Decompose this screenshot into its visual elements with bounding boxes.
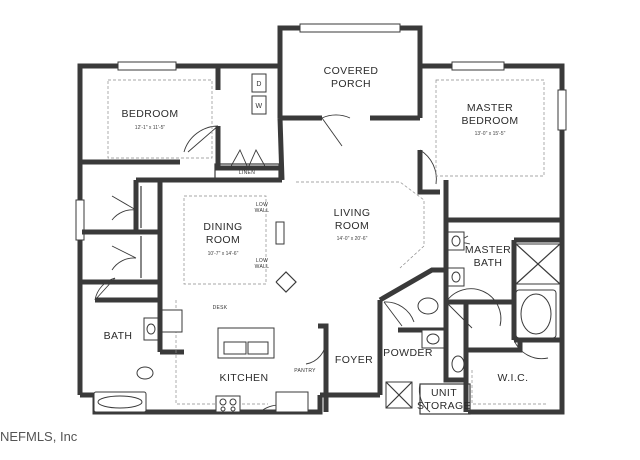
interior-walls: [80, 66, 562, 415]
dryer-label: D: [256, 81, 261, 88]
desk-label: DESK: [213, 305, 228, 311]
wic-label: W.I.C.: [498, 372, 529, 384]
fixtures: [93, 73, 561, 413]
master-bath-label-2: BATH: [474, 257, 503, 269]
master-bedroom-label-1: MASTER: [467, 102, 513, 114]
foyer-label: FOYER: [335, 354, 373, 366]
master-bath-label-1: MASTER: [465, 244, 511, 256]
low-wall-top-1: LOW: [256, 202, 268, 208]
room-labels: COVERED PORCH BEDROOM 12'-1" x 11'-5" MA…: [104, 65, 529, 412]
stove: [215, 395, 241, 413]
kitchen-label: KITCHEN: [220, 372, 269, 384]
low-wall-bottom-2: WALL: [255, 264, 270, 270]
washer-label: W: [256, 103, 263, 110]
powder-label: POWDER: [383, 347, 433, 359]
unit-storage-label-1: UNIT: [431, 387, 457, 399]
bath-label: BATH: [104, 330, 133, 342]
washer-box: [251, 95, 267, 115]
living-room-dims: 14'-0" x 20'-6": [337, 236, 368, 242]
low-wall-top-2: WALL: [255, 208, 270, 214]
fridge: [275, 391, 309, 413]
dryer-box: [251, 73, 267, 93]
linen-label: LINEN: [239, 170, 255, 176]
bath-toilet: [136, 366, 154, 380]
dining-room-label-2: ROOM: [206, 234, 240, 246]
living-room-label-1: LIVING: [334, 207, 371, 219]
small-labels: LINEN LOW WALL LOW WALL DESK PANTRY D W: [213, 81, 316, 374]
master-bedroom-label-2: BEDROOM: [461, 115, 518, 127]
bedroom-dims: 12'-1" x 11'-5": [135, 125, 166, 131]
master-bedroom-dims: 13'-0" x 15'-5": [475, 131, 506, 137]
bedroom-label: BEDROOM: [121, 108, 178, 120]
pantry-label: PANTRY: [294, 368, 316, 374]
covered-porch-label-1: COVERED: [324, 65, 379, 77]
covered-porch-label-2: PORCH: [331, 78, 371, 90]
powder-toilet: [451, 355, 465, 373]
living-room-label-2: ROOM: [335, 220, 369, 232]
dining-room-dims: 10'-7" x 14'-6": [208, 251, 239, 257]
watermark: NEFMLS, Inc: [0, 429, 78, 444]
low-wall-bottom-1: LOW: [256, 258, 268, 264]
unit-storage-label-2: STORAGE: [417, 400, 471, 412]
windows: [75, 23, 567, 241]
dining-room-label-1: DINING: [203, 221, 242, 233]
